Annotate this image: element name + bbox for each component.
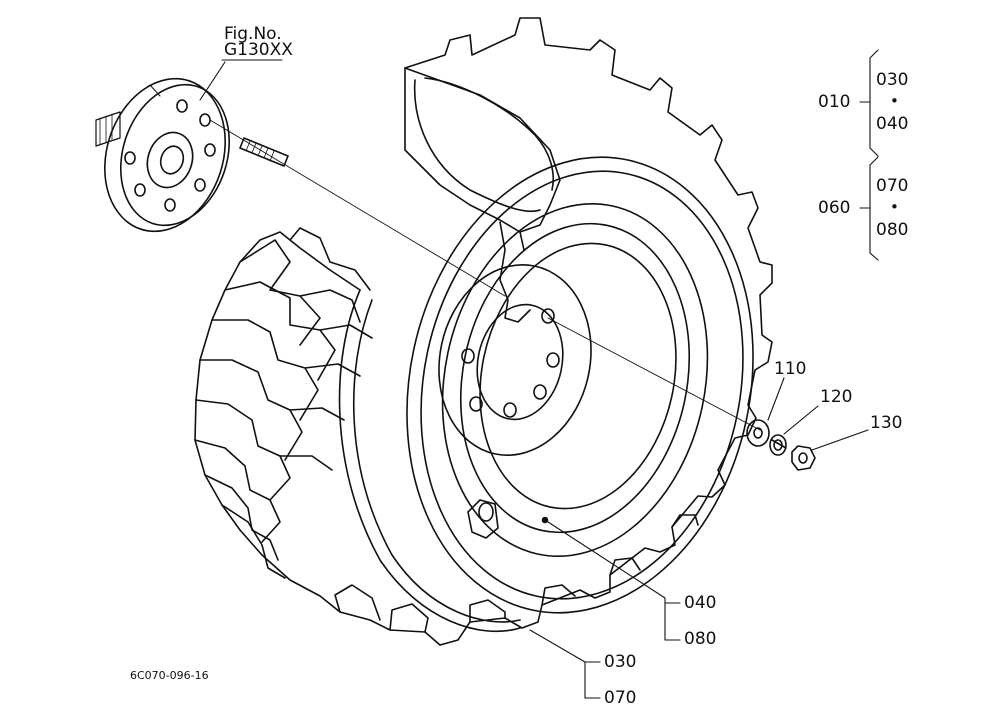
drawing-code: 6C070-096-16 bbox=[130, 669, 209, 682]
callout-010-bottom: 040 bbox=[876, 114, 909, 134]
callout-030: 030 bbox=[604, 652, 637, 672]
spring-washer bbox=[769, 434, 787, 456]
callout-060-bottom: 080 bbox=[876, 220, 909, 240]
callout-120: 120 bbox=[820, 387, 853, 407]
callout-leaders bbox=[199, 49, 879, 699]
callout-010: 010 bbox=[818, 92, 851, 112]
callout-080: 080 bbox=[684, 629, 717, 649]
fig-no-label: Fig.No. bbox=[224, 24, 282, 44]
alignment-line bbox=[209, 119, 506, 297]
callout-060: 060 bbox=[818, 198, 851, 218]
callout-110: 110 bbox=[774, 359, 807, 379]
flat-washer bbox=[746, 419, 770, 447]
callout-010-top: 030 bbox=[876, 70, 909, 90]
axle-hub-flange bbox=[95, 77, 231, 233]
callout-060-sep: • bbox=[890, 198, 899, 216]
callout-010-sep: • bbox=[890, 92, 899, 110]
tire bbox=[194, 17, 773, 646]
wheel-rim bbox=[406, 156, 754, 614]
wheel-stud-bolt bbox=[239, 137, 289, 167]
hex-nut bbox=[791, 445, 816, 471]
callout-130: 130 bbox=[870, 413, 903, 433]
tire-cutaway-section bbox=[404, 67, 561, 323]
callout-070: 070 bbox=[604, 688, 637, 708]
callout-040: 040 bbox=[684, 593, 717, 613]
fig-no-value: G130XX bbox=[224, 40, 293, 60]
callout-060-top: 070 bbox=[876, 176, 909, 196]
